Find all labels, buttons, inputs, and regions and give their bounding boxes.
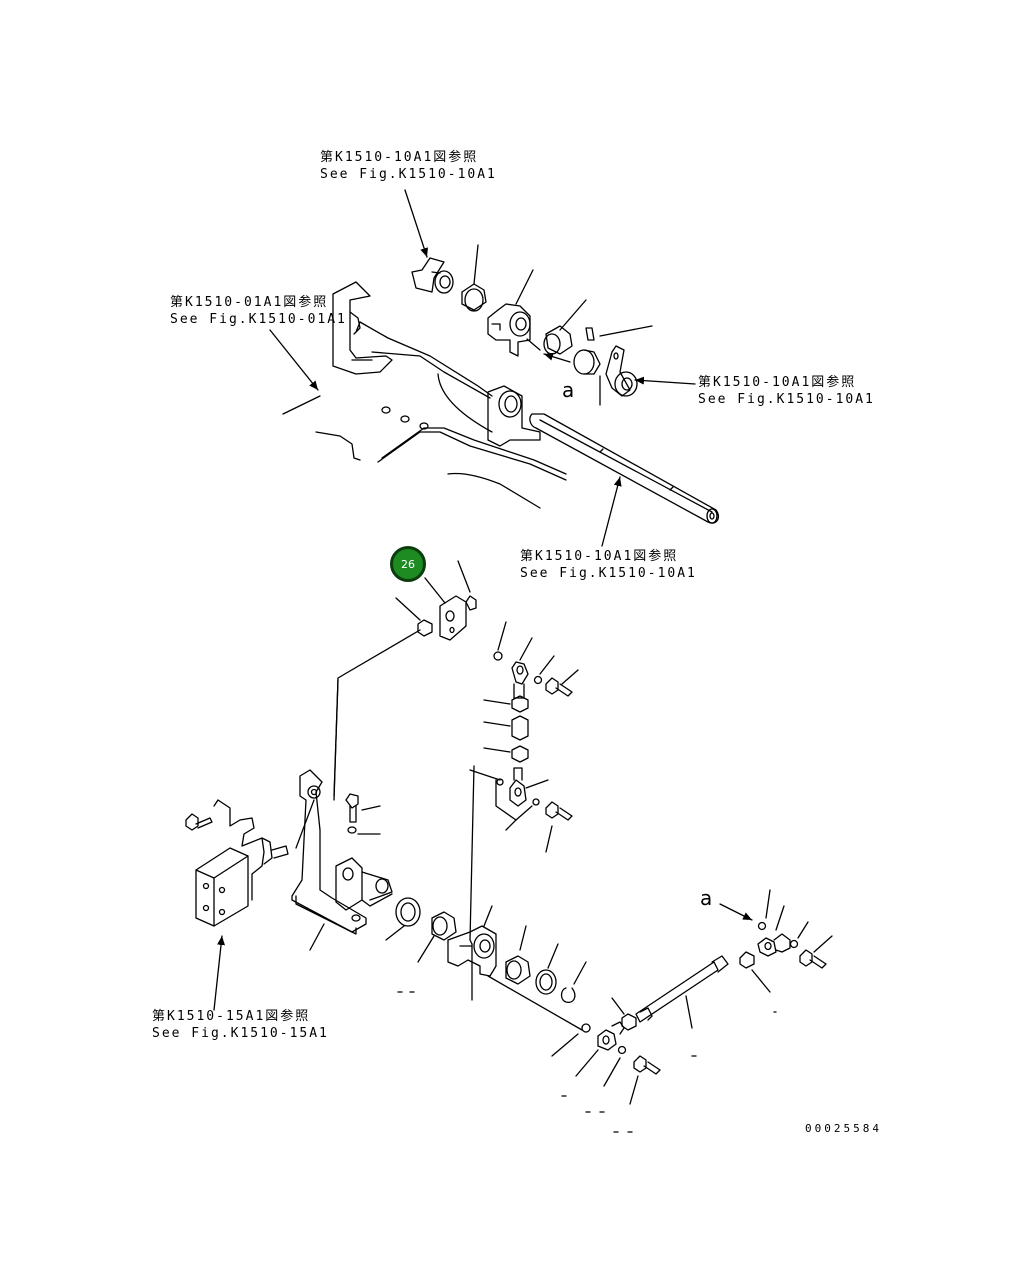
bolt-6: [799, 949, 827, 969]
ref-label-left-jp: 第K1510-01A1図参照: [170, 295, 329, 310]
ref-label-top: 第K1510-10A1図参照 See Fig.K1510-10A1: [320, 149, 497, 183]
leader-ref-right: [634, 376, 696, 385]
ref-label-right: 第K1510-10A1図参照 See Fig.K1510-10A1: [698, 374, 875, 408]
ref-label-top-jp: 第K1510-10A1図参照: [320, 150, 479, 165]
ball-joint: [597, 1029, 617, 1051]
ref-label-left-en: See Fig.K1510-01A1: [170, 312, 347, 327]
switch-box: [195, 847, 249, 927]
ref-label-shaft-jp: 第K1510-10A1図参照: [520, 549, 679, 564]
lower-clevis: [509, 779, 527, 807]
ref-label-shaft-en: See Fig.K1510-10A1: [520, 566, 697, 581]
lever-clevis: [487, 385, 541, 447]
bolt-4: [345, 793, 359, 823]
bolt-5: [633, 1055, 661, 1075]
lower-bracket: [447, 925, 497, 977]
lower-assembly: [185, 769, 833, 1133]
link-bracket: [439, 595, 467, 641]
turnbuckle: [511, 715, 529, 741]
ref-label-shaft: 第K1510-10A1図参照 See Fig.K1510-10A1: [520, 548, 697, 582]
right-yoke: [605, 345, 631, 397]
badge-leader: [424, 577, 446, 604]
rod-end: [511, 661, 529, 685]
ref-label-bottom-en: See Fig.K1510-15A1: [152, 1026, 329, 1041]
view-marker-bottom: a: [700, 886, 713, 910]
connecting-rod: [635, 961, 719, 1023]
ref-label-right-en: See Fig.K1510-10A1: [698, 392, 875, 407]
large-washer: [395, 897, 421, 927]
ref-label-bottom: 第K1510-15A1図参照 See Fig.K1510-15A1: [152, 1008, 329, 1042]
lever-arm: [355, 321, 493, 397]
ref-label-right-jp: 第K1510-10A1図参照: [698, 375, 857, 390]
yoke-part: [411, 257, 445, 293]
bolt-1: [545, 677, 573, 697]
drawing-number: 00025584: [805, 1122, 882, 1135]
callout-badge-26[interactable]: 26: [390, 546, 426, 582]
view-marker-top: a: [562, 378, 575, 402]
bolt-2: [545, 801, 573, 821]
upper-assembly: [269, 189, 720, 547]
callout-badge-label: 26: [401, 558, 415, 571]
bolt-3: [185, 813, 213, 831]
leader-ref-top: [404, 189, 428, 258]
leader-view-a-top: [543, 352, 571, 363]
center-bracket: [487, 303, 531, 357]
ref-label-left: 第K1510-01A1図参照 See Fig.K1510-01A1: [170, 294, 347, 328]
vertical-lever: [291, 769, 367, 933]
leader-ref-left: [269, 329, 319, 391]
bracket-shape: [332, 281, 393, 375]
long-rod: [333, 629, 421, 801]
ref-label-top-en: See Fig.K1510-10A1: [320, 167, 497, 182]
nut-left: [417, 619, 433, 637]
ref-label-bottom-jp: 第K1510-15A1図参照: [152, 1009, 311, 1024]
leader-ref-shaft: [601, 476, 622, 547]
middle-linkage: [333, 560, 579, 945]
cross-shaft: [529, 413, 720, 524]
